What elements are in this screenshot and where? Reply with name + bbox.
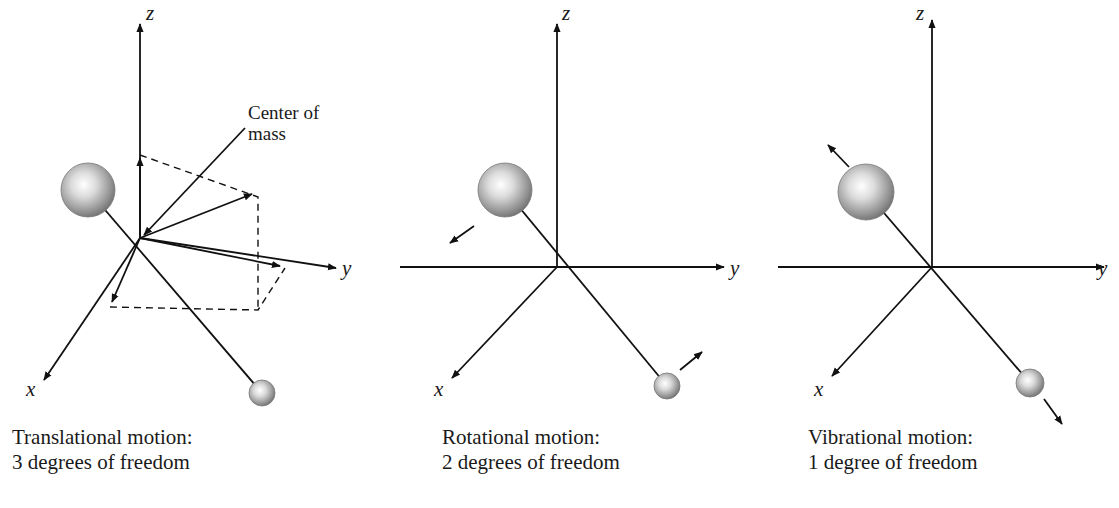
y-axis — [778, 266, 1104, 268]
z-axis — [931, 20, 933, 267]
z-component — [139, 158, 141, 238]
x-axis — [452, 267, 557, 378]
dashed-projection — [110, 268, 285, 310]
x-component — [112, 238, 140, 302]
vibration-arrow — [1044, 399, 1062, 424]
vibration-arrow — [828, 145, 849, 167]
x-axis — [44, 238, 140, 380]
z-axis — [139, 24, 141, 238]
rotation-arrow — [450, 226, 474, 243]
caption: Rotational motion: 2 degrees of freedom — [442, 425, 623, 475]
molecule-axis — [505, 190, 667, 386]
y-axis — [140, 238, 336, 268]
large-atom — [478, 163, 532, 217]
large-atom — [838, 164, 894, 220]
caption: Vibrational motion: 1 degree of freedom — [808, 425, 981, 475]
rotation-arrow — [680, 352, 702, 370]
molecule-axis — [88, 190, 262, 393]
leader-line — [144, 128, 245, 235]
axis-label: x — [26, 378, 35, 400]
axis-label: y — [342, 257, 351, 279]
axis-label: z — [916, 2, 924, 24]
wrap-spacer — [975, 425, 981, 445]
wrap-spacer — [195, 425, 196, 445]
axis-label: z — [562, 2, 570, 24]
molecule-axis — [866, 192, 1030, 383]
axis-label: x — [814, 378, 823, 400]
y-component — [140, 238, 280, 266]
small-atom — [249, 380, 275, 406]
axis-label: z — [146, 2, 154, 24]
axis-label: x — [434, 378, 443, 400]
axis-label: y — [1098, 257, 1107, 279]
small-atom — [1016, 369, 1044, 397]
large-atom — [61, 163, 115, 217]
com-vector — [140, 194, 252, 238]
dashed-projection — [140, 155, 258, 310]
caption: Translational motion: 3 degrees of freed… — [12, 425, 196, 475]
z-axis — [556, 24, 558, 267]
callout-label: Center of mass — [248, 102, 338, 144]
x-axis — [832, 267, 932, 376]
wrap-spacer — [603, 425, 623, 445]
y-axis — [400, 266, 724, 268]
axis-label: y — [730, 257, 739, 279]
small-atom — [654, 373, 680, 399]
